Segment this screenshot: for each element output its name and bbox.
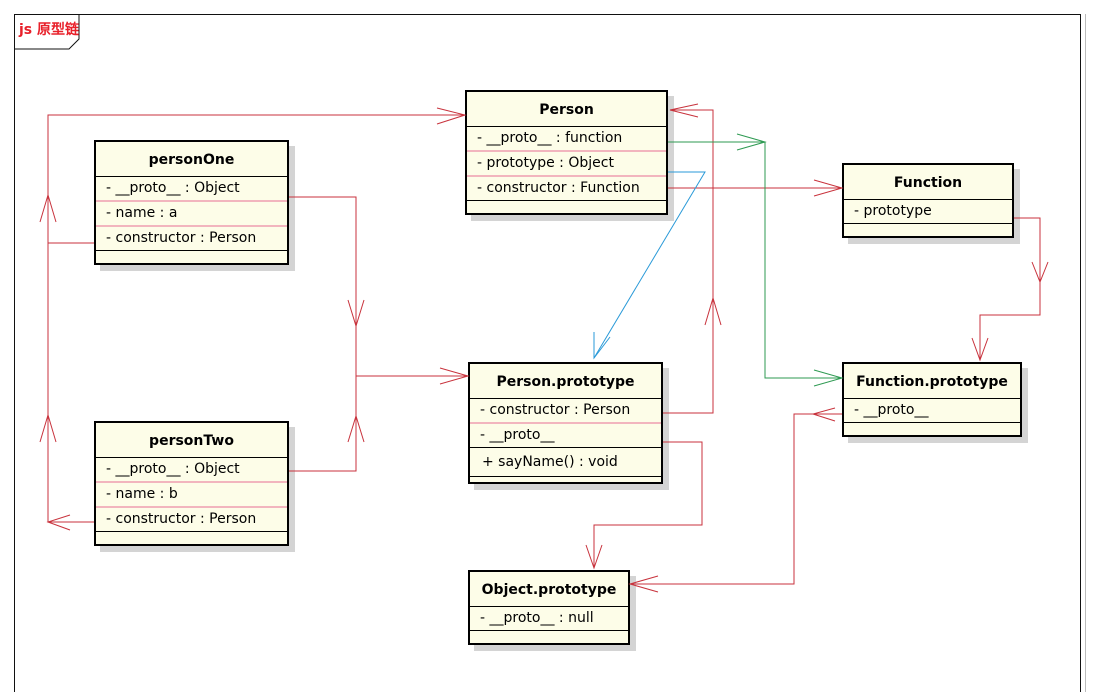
link-person-two-proto-to-person-prototype[interactable] xyxy=(289,376,357,472)
class-person-two-attr-constructor: - constructor : Person xyxy=(96,508,287,532)
class-person-one-attr-proto: - __proto__ : Object xyxy=(96,177,287,202)
arrow-head-down-proto xyxy=(347,299,365,328)
arrow-head-vertical-up-1 xyxy=(39,193,57,223)
arrow-head-function-prototype-left xyxy=(811,407,836,422)
arrow-head-function-prototype xyxy=(813,369,844,387)
arrow-head-person-two-back xyxy=(46,514,71,531)
class-object-prototype[interactable]: Object.prototype - __proto__ : null xyxy=(468,570,630,645)
class-person-one-name: personOne xyxy=(96,142,287,177)
diagram-title: js 原型链 xyxy=(19,22,80,38)
link-person-prototype-constructor-to-person[interactable] xyxy=(663,109,714,414)
link-function-prototype-attr-to-function-prototype[interactable] xyxy=(979,217,1041,360)
class-person-prototype[interactable]: Person.prototype - constructor : Person … xyxy=(468,362,663,484)
diagram-frame-right-border xyxy=(1080,14,1081,692)
arrow-head-function-prototype-top xyxy=(971,337,989,362)
diagram-frame-outer-border xyxy=(1085,14,1086,692)
link-person-prototype-attr-to-person-prototype[interactable] xyxy=(593,171,706,359)
arrow-head-function xyxy=(813,179,844,197)
class-function-attr-prototype: - prototype xyxy=(844,200,1012,224)
class-person-two-attr-name: - name : b xyxy=(96,483,287,508)
diagram-frame-top-border xyxy=(14,14,1080,15)
arrow-head-person-left xyxy=(436,107,467,125)
class-person-prototype-attr-constructor: - constructor : Person xyxy=(470,399,661,424)
class-person-attr-prototype: - prototype : Object xyxy=(467,152,666,177)
arrow-head-blue xyxy=(593,332,611,360)
class-object-prototype-name: Object.prototype xyxy=(470,572,628,607)
class-object-prototype-attr-proto: - __proto__ : null xyxy=(470,607,628,631)
arrow-head-down-function xyxy=(1031,261,1049,284)
link-person-two-constructor-to-person[interactable] xyxy=(47,115,94,523)
class-person-one[interactable]: personOne - __proto__ : Object - name : … xyxy=(94,140,289,265)
class-function-prototype-name: Function.prototype xyxy=(844,364,1020,399)
class-function-prototype[interactable]: Function.prototype - __proto__ xyxy=(842,362,1022,437)
arrow-head-person-prototype xyxy=(439,367,470,385)
class-person-name: Person xyxy=(467,92,666,127)
class-function-prototype-attr-proto: - __proto__ xyxy=(844,399,1020,423)
arrow-head-up-proto xyxy=(347,414,365,443)
class-person-prototype-name: Person.prototype xyxy=(470,364,661,399)
link-person-one-constructor-to-person[interactable] xyxy=(47,114,465,244)
arrow-head-object-prototype-top xyxy=(585,544,603,570)
class-function-name: Function xyxy=(844,165,1012,200)
arrow-head-green-top xyxy=(736,133,767,151)
diagram-frame-left-border xyxy=(14,14,15,692)
class-person-two[interactable]: personTwo - __proto__ : Object - name : … xyxy=(94,421,289,546)
arrow-head-up-constructor xyxy=(704,296,722,326)
class-person-one-attr-constructor: - constructor : Person xyxy=(96,227,287,251)
class-person-one-attr-name: - name : a xyxy=(96,202,287,227)
class-function[interactable]: Function - prototype xyxy=(842,163,1014,238)
link-person-proto-to-function-prototype[interactable] xyxy=(668,141,842,379)
class-person-prototype-attr-proto: - __proto__ xyxy=(470,424,661,448)
class-person-prototype-op-sayname: + sayName() : void xyxy=(470,448,661,477)
class-person-attr-proto: - __proto__ : function xyxy=(467,127,666,152)
diagram-frame-tab xyxy=(14,14,80,50)
arrow-head-vertical-up-2 xyxy=(39,413,57,443)
class-person-attr-constructor: - constructor : Function xyxy=(467,177,666,201)
arrow-head-person-right xyxy=(669,103,699,118)
class-person-two-attr-proto: - __proto__ : Object xyxy=(96,458,287,483)
class-person-two-name: personTwo xyxy=(96,423,287,458)
arrow-head-object-prototype-right xyxy=(628,575,659,593)
class-person[interactable]: Person - __proto__ : function - prototyp… xyxy=(465,90,668,215)
link-person-one-proto-to-person-prototype[interactable] xyxy=(289,196,468,377)
link-function-prototype-proto-to-object-prototype[interactable] xyxy=(630,413,842,585)
link-person-prototype-proto-to-object-prototype[interactable] xyxy=(593,441,703,568)
